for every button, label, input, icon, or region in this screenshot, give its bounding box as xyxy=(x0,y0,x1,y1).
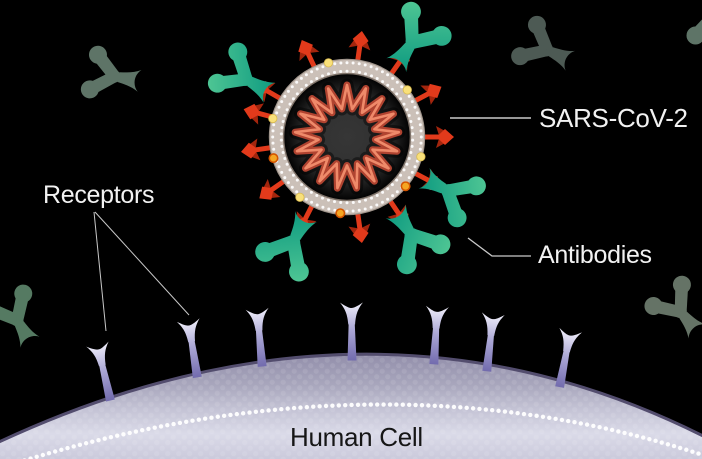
membrane-protein-dot-orange xyxy=(335,208,346,219)
antibody-blob xyxy=(401,1,421,22)
receptor-stem xyxy=(188,339,202,379)
antibody-blob xyxy=(396,254,417,275)
spike-protein xyxy=(243,103,278,125)
antibody-fork xyxy=(117,70,142,92)
virus xyxy=(241,31,454,243)
virus-rna xyxy=(288,78,406,195)
membrane-protein-dot-orange xyxy=(400,181,411,192)
envelope-outer-edge xyxy=(268,58,426,216)
membrane-protein-dots xyxy=(268,58,426,219)
antibody-blob xyxy=(14,284,33,303)
receptors-group xyxy=(86,302,582,402)
antibodies-group xyxy=(0,1,702,348)
receptor-fork xyxy=(86,341,109,367)
antibody-blob xyxy=(228,42,248,62)
antibody-blob xyxy=(672,275,691,294)
antibody xyxy=(418,167,486,228)
spike-head xyxy=(352,225,369,243)
spike-head xyxy=(426,83,442,99)
receptor-fork xyxy=(340,302,364,325)
antibody xyxy=(385,204,451,275)
antibody-fork xyxy=(548,47,576,71)
human-cell-label: Human Cell xyxy=(290,422,423,452)
spike-head xyxy=(436,129,454,145)
rna-strand-core xyxy=(293,83,401,190)
antibody xyxy=(386,1,452,73)
antibodies-label: Antibodies xyxy=(538,241,652,269)
receptors-label: Receptors xyxy=(43,181,155,209)
antibody-fork xyxy=(247,76,276,103)
membrane-protein-dot-yellow xyxy=(323,58,334,68)
antibody-blob xyxy=(80,80,99,99)
cell-membrane-beads xyxy=(22,402,701,459)
membrane-protein-dot-orange xyxy=(268,153,279,164)
antibody-blob xyxy=(255,242,276,262)
receptor xyxy=(86,341,115,402)
membrane-protein-dot-yellow xyxy=(295,192,305,202)
leader-line-receptor-1 xyxy=(93,211,107,332)
receptor-stem xyxy=(255,328,267,367)
antibody-fork xyxy=(14,321,40,348)
faded-antibody xyxy=(686,19,702,45)
receptor-stem xyxy=(347,322,357,361)
antibody-blob xyxy=(430,234,451,255)
spike-head xyxy=(352,31,369,49)
antibody-blob xyxy=(686,26,702,45)
antibody-fork xyxy=(386,42,415,73)
antibody-blob xyxy=(527,15,546,34)
antibody-blob xyxy=(207,73,227,93)
receptor xyxy=(245,307,269,367)
receptor-stem xyxy=(429,326,440,365)
antibody-blob xyxy=(88,45,107,64)
receptor-fork xyxy=(481,312,505,336)
faded-antibody xyxy=(511,15,576,71)
receptor xyxy=(340,302,364,361)
antibody-blob xyxy=(431,26,452,46)
antibody-fork xyxy=(290,211,317,241)
membrane-protein-dot-yellow xyxy=(416,152,426,162)
membrane-protein-dot-yellow xyxy=(402,85,412,95)
antibody-blob xyxy=(467,176,486,196)
virus-envelope xyxy=(269,59,425,215)
antibody-blob xyxy=(447,208,467,228)
antibody-arm xyxy=(0,304,18,327)
receptor xyxy=(425,305,449,365)
antibody-fork xyxy=(679,311,702,339)
leader-lines xyxy=(93,117,531,332)
receptor-fork xyxy=(559,327,582,353)
antibody-blob xyxy=(644,296,663,315)
antibody xyxy=(255,211,317,282)
receptor-fork xyxy=(176,318,200,343)
human-cell xyxy=(0,352,702,459)
receptor xyxy=(555,327,582,388)
spike-head xyxy=(243,103,261,120)
spike-head xyxy=(259,186,274,200)
cell-rim xyxy=(0,352,702,444)
receptor-stem xyxy=(98,362,115,402)
faded-antibody xyxy=(0,284,40,348)
faded-antibody xyxy=(644,275,702,339)
spike-head xyxy=(298,40,313,56)
antibody-blob xyxy=(511,47,530,66)
receptor xyxy=(481,312,505,372)
faded-antibody xyxy=(80,45,142,99)
membrane-protein-dot-yellow xyxy=(268,113,278,124)
envelope-beads xyxy=(271,61,423,213)
spike-head xyxy=(241,142,259,159)
receptor xyxy=(176,318,202,379)
spike-protein xyxy=(241,138,276,161)
virus-label: SARS-CoV-2 xyxy=(539,103,688,133)
envelope-inner-edge xyxy=(282,72,412,202)
antibody xyxy=(207,42,276,103)
antibody-fork xyxy=(385,204,414,235)
receptor-stem xyxy=(555,349,570,388)
receptor-fork xyxy=(245,307,269,331)
leader-line-antibodies xyxy=(467,237,531,257)
receptor-fork xyxy=(425,305,449,329)
antibody-fork xyxy=(418,167,447,194)
receptor-stem xyxy=(482,333,495,372)
leader-line-receptor-2 xyxy=(94,211,190,316)
antibody-blob xyxy=(289,261,309,282)
